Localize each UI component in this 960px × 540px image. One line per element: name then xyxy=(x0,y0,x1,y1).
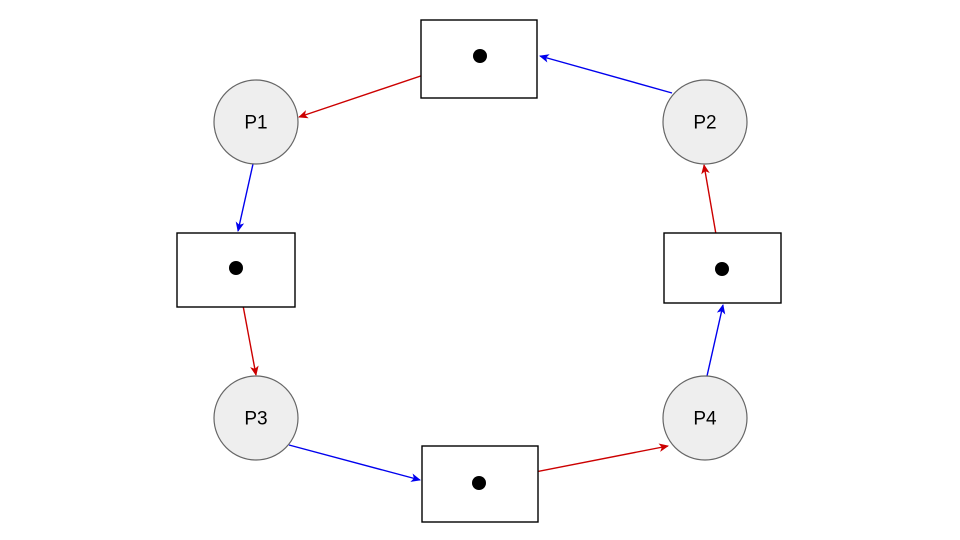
arc-p2-to-t1 xyxy=(539,54,673,94)
transition-left[interactable] xyxy=(176,232,296,308)
transition-top[interactable] xyxy=(420,19,538,99)
transitions-layer xyxy=(176,19,782,523)
place-circle-p2[interactable] xyxy=(662,79,748,165)
place-p1[interactable]: P1 xyxy=(213,79,299,165)
arc-p3-to-t4 xyxy=(288,444,421,482)
token-dot xyxy=(473,49,487,63)
place-label-p2: P2 xyxy=(693,113,716,134)
place-label-p1: P1 xyxy=(244,113,267,134)
token-dot xyxy=(715,262,729,276)
place-circle-p1[interactable] xyxy=(213,79,299,165)
place-label-p3: P3 xyxy=(244,409,267,430)
place-label-p4: P4 xyxy=(693,409,717,430)
place-circle-p4[interactable] xyxy=(662,375,748,461)
place-p4[interactable]: P4 xyxy=(662,375,748,461)
arc-p4-to-t3 xyxy=(706,304,726,377)
transition-bottom[interactable] xyxy=(421,445,539,523)
token-dot xyxy=(472,476,486,490)
token-dot xyxy=(229,261,243,275)
place-p3[interactable]: P3 xyxy=(213,375,299,461)
transition-right[interactable] xyxy=(663,232,782,304)
arc-p1-to-t2 xyxy=(235,163,254,232)
place-p2[interactable]: P2 xyxy=(662,79,748,165)
place-circle-p3[interactable] xyxy=(213,375,299,461)
